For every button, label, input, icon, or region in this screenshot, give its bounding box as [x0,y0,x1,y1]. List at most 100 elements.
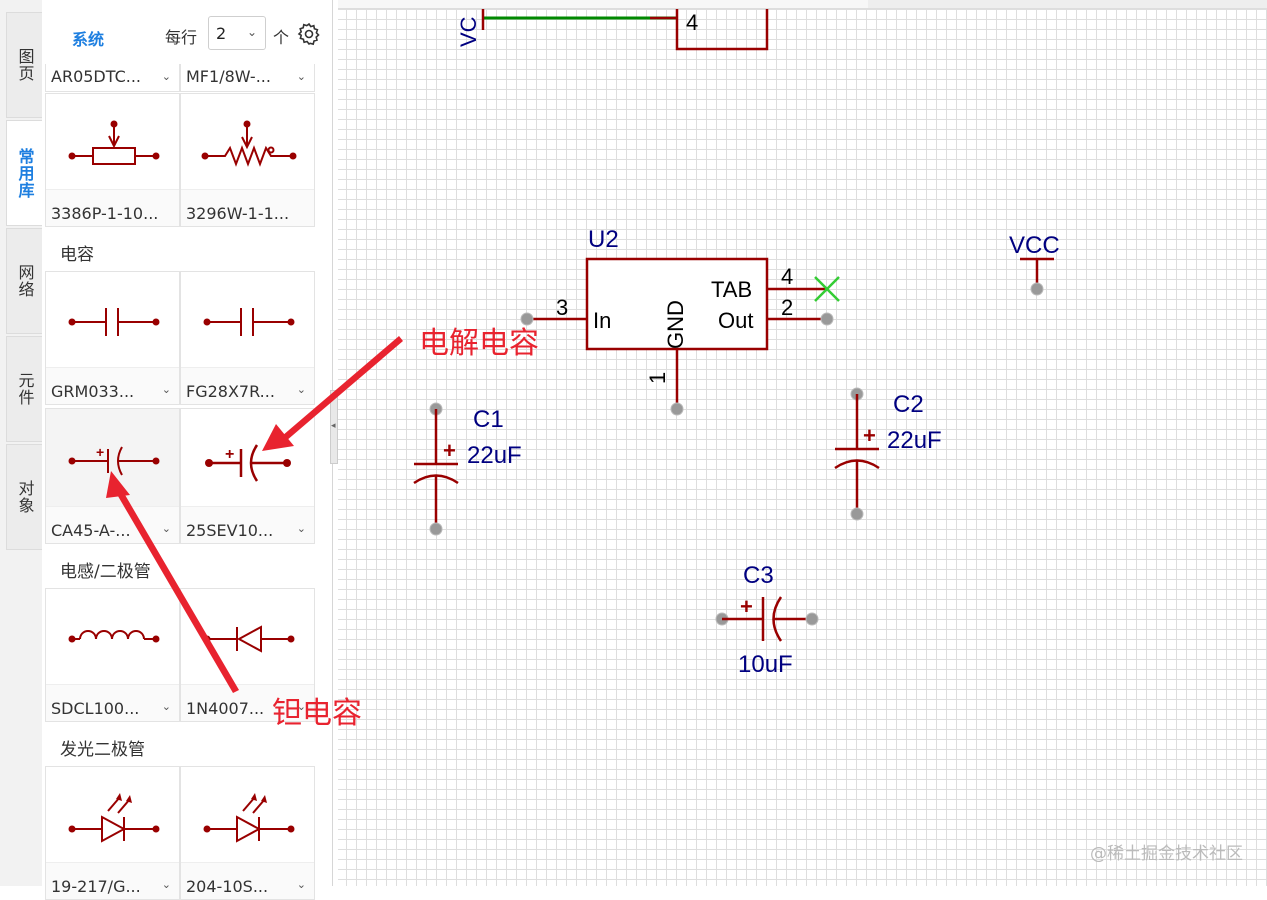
item-name: GRM033... [51,382,135,401]
item-name: 1N4007... [186,699,265,718]
annotation-tantalum: 钽电容 [272,696,362,731]
library-item-ca45[interactable]: + CA45-A-... ⌄ [45,408,180,544]
pin-name: Out [718,308,753,333]
item-footer [46,862,179,899]
library-item-25sev10[interactable]: + 25SEV10... ⌄ [180,408,315,544]
item-name: FG28X7R... [186,382,275,401]
chevron-down-icon[interactable]: ⌄ [161,383,171,396]
capacitor-c2[interactable]: + C2 22uF [834,387,942,521]
library-source-tab[interactable]: 系统 [72,30,105,49]
schematic-drawing: 4 VC U2 3 In 4 TAB 2 Out 1 GND VCC [413,0,1060,678]
library-header: 系统 每行 2 ⌄ 个 [42,0,332,64]
capacitor-c1[interactable]: + C1 22uF [413,402,522,536]
polarity-label: + [225,446,234,463]
chevron-down-icon[interactable]: ⌄ [296,383,306,396]
tab-label: 网络 [15,264,35,298]
document-tab[interactable] [338,0,868,8]
library-item-sdcl100[interactable]: SDCL100... ⌄ [45,588,180,722]
chevron-down-icon: ⌄ [246,25,257,39]
capacitor-c3[interactable]: + C3 10uF [715,562,819,678]
watermark: @稀土掘金技术社区 [1090,844,1243,864]
pin-name: GND [663,300,688,349]
tab-label: 常用库 [15,147,35,199]
net-label: VCC [1009,232,1060,259]
no-connect-icon [814,276,840,302]
schematic-canvas[interactable]: 4 VC U2 3 In 4 TAB 2 Out 1 GND VCC [338,0,1267,886]
tab-label: 对象 [15,480,35,514]
pin-number: 3 [556,295,568,320]
vcc-power-port[interactable]: VCC [1009,232,1060,296]
library-item-3296w[interactable]: 3296W-1-1... [180,93,315,227]
item-footer [181,862,314,899]
library-item-3386p[interactable]: 3386P-1-10... [45,93,180,227]
category-capacitor: 电容 [60,245,94,265]
capacitor-icon [203,308,295,336]
item-name: 204-10S... [186,877,269,896]
item-name: 19-217/G... [51,877,141,896]
tab-network[interactable]: 网络 [6,228,42,334]
per-row-select[interactable]: 2 ⌄ [208,16,266,50]
chevron-down-icon[interactable]: ⌄ [296,70,306,83]
item-footer [46,367,179,404]
item-footer [181,189,314,226]
library-item-top-left[interactable]: AR05DTC... ⌄ [45,62,180,92]
pin-number: 2 [781,295,793,320]
chevron-down-icon[interactable]: ⌄ [296,700,306,713]
electrolytic-capacitor-icon: + [205,444,291,482]
component-value: 10uF [738,651,793,678]
chevron-down-icon[interactable]: ⌄ [296,522,306,535]
annotation-electrolytic: 电解电容 [419,326,539,361]
tab-common-library[interactable]: 常用库 [6,120,42,226]
regulator-u2[interactable]: U2 3 In 4 TAB 2 Out 1 GND [520,226,840,416]
tab-objects[interactable]: 对象 [6,444,42,550]
chevron-down-icon[interactable]: ⌄ [161,700,171,713]
polarity-label: + [96,444,104,460]
tab-label: 元件 [15,372,35,406]
polarity-label: + [443,438,456,463]
pin-number: 1 [645,372,670,384]
item-name: SDCL100... [51,699,140,718]
component-ref: U2 [588,226,619,253]
item-footer [181,684,314,721]
category-inductor-diode: 电感/二极管 [60,562,151,582]
category-led: 发光二极管 [60,740,145,760]
pin-name: In [593,308,611,333]
gear-icon[interactable] [297,22,321,46]
item-name: 3296W-1-1... [186,204,290,223]
tab-label: 图页 [15,48,35,82]
tab-components[interactable]: 元件 [6,336,42,442]
net-label: VC [456,16,481,47]
led-icon [203,793,295,843]
library-item-top-right[interactable]: MF1/8W-... ⌄ [180,62,315,92]
tab-pages[interactable]: 图页 [6,12,42,118]
item-name: CA45-A-... [51,521,131,540]
pin-number: 4 [781,264,793,289]
chevron-down-icon[interactable]: ⌄ [161,878,171,891]
chevron-left-icon: ◂ [331,421,336,431]
polarity-label: + [863,423,876,448]
chevron-down-icon[interactable]: ⌄ [296,878,306,891]
item-name: AR05DTC... [51,67,142,86]
chevron-down-icon[interactable]: ⌄ [161,70,171,83]
canvas-tab-strip [338,0,1267,9]
panel-collapse-handle[interactable]: ◂ [330,390,338,464]
per-row-value: 2 [216,24,227,43]
item-footer [46,189,179,226]
library-item-19-217[interactable]: 19-217/G... ⌄ [45,766,180,900]
trimmer-potentiometer-icon [68,120,160,165]
component-value: 22uF [467,442,522,469]
chevron-down-icon[interactable]: ⌄ [161,522,171,535]
item-name: 25SEV10... [186,521,274,540]
item-name: MF1/8W-... [186,67,271,86]
pin-number: 4 [686,10,698,35]
per-row-label: 每行 [165,28,198,47]
component-ref: C3 [743,562,774,589]
library-item-fg28x7r[interactable]: FG28X7R... ⌄ [180,271,315,405]
diode-icon [203,625,295,653]
library-item-204-10s[interactable]: 204-10S... ⌄ [180,766,315,900]
library-panel: AR05DTC... ⌄ MF1/8W-... ⌄ 3386P-1-10... 32… [42,0,371,900]
component-value: 22uF [887,427,942,454]
inductor-icon [68,630,160,643]
per-row-unit: 个 [273,28,290,47]
library-item-grm033[interactable]: GRM033... ⌄ [45,271,180,405]
